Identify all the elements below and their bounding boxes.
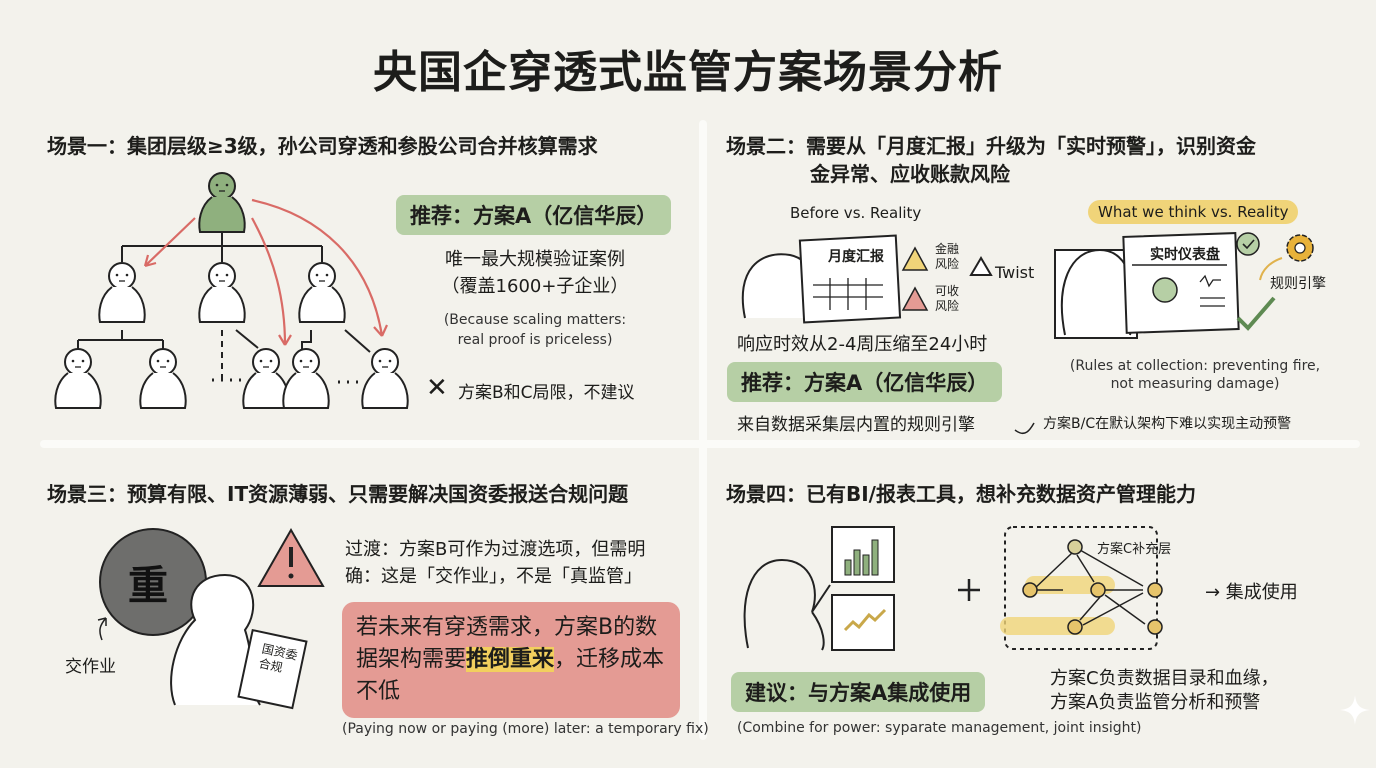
- scenario-2-heading: 场景二：需要从「月度汇报」升级为「实时预警」，识别资金: [726, 134, 1256, 158]
- page-title: 央国企穿透式监管方案场景分析: [373, 47, 1003, 98]
- monthly-report-doc-title: 月度汇报: [828, 249, 884, 265]
- penetration-arrows: [143, 198, 389, 346]
- line-chart-icon: [843, 608, 887, 632]
- scenario-4-en: (Combine for power: syparate management,…: [737, 720, 1142, 736]
- check-circle-icon: [1236, 232, 1260, 256]
- scenario-3-heading: 场景三：预算有限、IT资源薄弱、只需要解决国资委报送合规问题: [47, 482, 629, 506]
- scenario-4-heading: 场景四：已有BI/报表工具，想补充数据资产管理能力: [726, 482, 1196, 506]
- scenario-1-line2: （覆盖1600+子企业）: [441, 276, 629, 297]
- scenario-4-desc2: 方案A负责监管分析和预警: [1050, 692, 1261, 713]
- think-label: What we think vs. Reality: [1088, 200, 1299, 224]
- risk1-label: 金融风险: [935, 242, 960, 271]
- scenario-1-en2: real proof is priceless): [457, 332, 613, 348]
- plus-icon: [958, 579, 980, 601]
- scenario-3-text1: 过渡：方案B可作为过渡选项，但需明: [345, 539, 646, 560]
- rule-engine-source: 来自数据采集层内置的规则引擎: [737, 415, 975, 435]
- x-mark-icon: ✕: [426, 373, 448, 403]
- warning-icon-red: [901, 286, 929, 311]
- scenario-2-note: 方案B/C在默认架构下难以实现主动预警: [1043, 416, 1292, 432]
- before-label: Before vs. Reality: [790, 204, 922, 222]
- scenario-3-en: (Paying now or paying (more) later: a te…: [342, 721, 709, 737]
- org-tree-illustration: [54, 172, 409, 409]
- scenario-2-recommend-badge: 推荐：方案A（亿信华辰）: [727, 362, 1003, 402]
- scenario-1-heading: 场景一：集团层级≥3级，孙公司穿透和参股公司合并核算需求: [47, 134, 598, 158]
- check-icon: [1236, 296, 1276, 331]
- warning-icon-yellow: [901, 246, 929, 271]
- scenario-2-en1: (Rules at collection: preventing fire,: [1069, 358, 1321, 374]
- response-time-text: 响应时效从2-4周压缩至24小时: [737, 334, 988, 355]
- scenario-2-heading-cont: 金异常、应收账款风险: [810, 162, 1010, 186]
- scenario-3-text2: 确：这是「交作业」，不是「真监管」: [345, 566, 642, 587]
- bar-chart-icon: [844, 539, 879, 576]
- scenario-1-line1: 唯一最大规模验证案例: [445, 249, 625, 270]
- dashboard-title: 实时仪表盘: [1150, 247, 1220, 263]
- weight-label: 重: [128, 563, 168, 609]
- scenario-1-recommend-badge: 推荐：方案A（亿信华辰）: [396, 195, 672, 235]
- scenario-4-suggest-badge: 建议：与方案A集成使用: [731, 672, 986, 712]
- twist-label: Twist: [995, 263, 1035, 282]
- pie-chart-icon: [1152, 277, 1178, 303]
- integrate-label: → 集成使用: [1205, 582, 1298, 603]
- lineage-graph: [1000, 539, 1163, 635]
- scenario-1-en1: (Because scaling matters:: [443, 312, 627, 328]
- divider-vertical: [699, 120, 707, 740]
- migration-warning-box: 若未来有穿透需求，方案B的数据架构需要推倒重来，迁移成本不低: [342, 602, 680, 718]
- homework-label: 交作业: [65, 657, 116, 677]
- rule-engine-label: 规则引擎: [1270, 276, 1326, 292]
- risk2-label: 可收风险: [935, 284, 960, 313]
- sparkle-icon: [1340, 695, 1370, 725]
- arrow-icon: [97, 617, 107, 641]
- supplement-layer-label: 方案C补充层: [1097, 542, 1172, 557]
- burden-illustration: [97, 527, 325, 710]
- scenario-4-desc1: 方案C负责数据目录和血缘，: [1050, 668, 1279, 689]
- scenario-2-en2: not measuring damage): [1110, 376, 1280, 392]
- scenario-1-not-recommended: 方案B和C局限，不建议: [458, 383, 635, 403]
